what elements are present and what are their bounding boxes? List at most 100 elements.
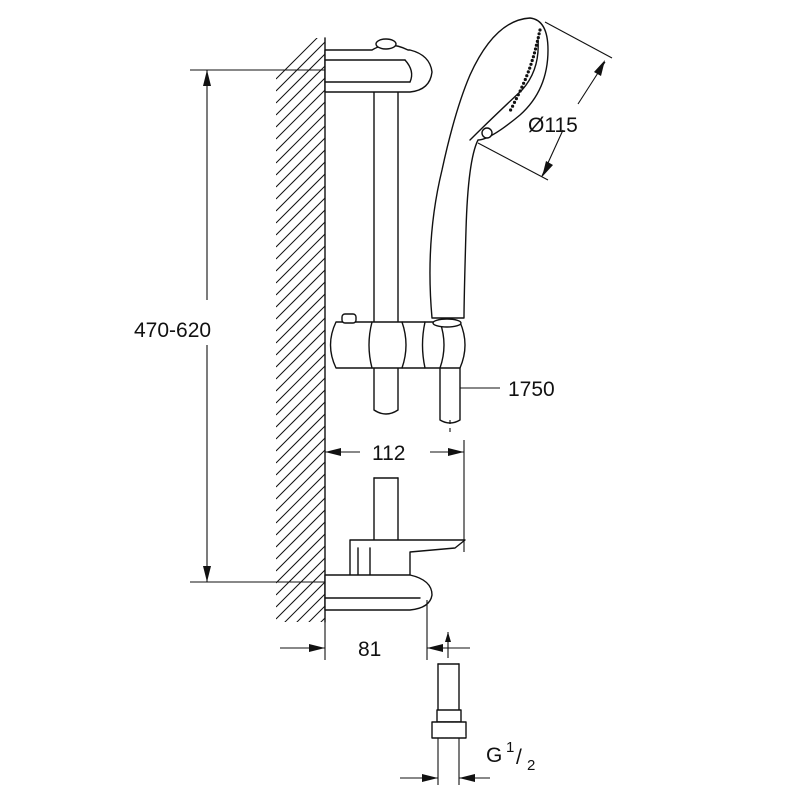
knurl-line: [457, 722, 462, 738]
thread-label-denominator: 2: [527, 757, 535, 774]
knurl-line: [445, 722, 450, 738]
hatch-line: [276, 473, 325, 524]
knurl-line: [433, 722, 438, 738]
height-dimension: [190, 69, 325, 583]
hose: [439, 367, 461, 436]
hatch-line: [276, 317, 325, 368]
hatch-line: [276, 185, 325, 236]
thread-label-numerator: 1: [506, 739, 514, 756]
knurl-line: [449, 722, 454, 738]
hatch-line: [320, 617, 325, 622]
connector-tick: [445, 632, 451, 658]
spray-nozzle: [529, 62, 533, 66]
slider-holder: [329, 313, 466, 369]
spray-nozzle: [535, 39, 540, 44]
spray-nozzle: [531, 55, 536, 59]
hatch-line: [276, 209, 325, 260]
spray-nozzle: [537, 32, 541, 36]
hatch-line: [276, 245, 325, 296]
hatch-line: [308, 605, 325, 622]
spray-nozzle: [523, 77, 527, 82]
hatch-line: [276, 269, 325, 320]
thread-label-slash: /: [516, 746, 522, 769]
hatch-line: [276, 401, 325, 452]
hatch-line: [276, 485, 325, 536]
hatch-line: [284, 581, 325, 622]
hatch-line: [276, 521, 325, 572]
spray-nozzle: [522, 81, 526, 85]
hatch-line: [276, 353, 325, 404]
thread-dimension: [400, 738, 490, 785]
hatch-line: [276, 533, 325, 584]
hatch-line: [276, 41, 325, 92]
spray-nozzle: [514, 97, 519, 101]
top-wall-bracket: [324, 38, 433, 93]
hatch-line: [276, 161, 325, 212]
knurl-line: [453, 722, 458, 738]
hatch-line: [276, 113, 325, 164]
hatch-line: [276, 437, 325, 488]
hatch-line: [276, 449, 325, 500]
bar-offset-label: 112: [372, 442, 405, 465]
hatch-line: [276, 461, 325, 512]
spray-nozzle: [530, 58, 534, 63]
hatch-line: [276, 425, 325, 476]
hatch-line: [276, 233, 325, 284]
hatch-line: [276, 89, 325, 140]
hatch-line: [276, 257, 325, 308]
wall-offset-label: 81: [358, 638, 381, 661]
hand-shower: [429, 17, 549, 319]
hatch-line: [276, 77, 325, 128]
knurl-line: [437, 722, 442, 738]
hatch-line: [296, 593, 325, 622]
wall-hatching: [276, 37, 326, 679]
hatch-line: [276, 341, 325, 392]
spray-nozzle: [526, 70, 530, 74]
hatch-line: [276, 305, 325, 356]
spray-nozzle: [533, 47, 538, 51]
wall-offset-dimension: [280, 600, 470, 660]
hatch-line: [276, 38, 318, 80]
bar-offset-dimension: [325, 440, 465, 552]
diameter-dimension: [477, 21, 613, 181]
hatch-line: [276, 281, 325, 332]
spray-nozzle: [538, 28, 542, 32]
hatch-line: [276, 293, 325, 344]
spray-nozzle: [532, 51, 537, 55]
hatch-line: [276, 149, 325, 200]
spray-nozzle: [536, 36, 540, 40]
hatch-line: [276, 173, 325, 224]
hatch-line: [276, 497, 325, 548]
hose-length-label: 1750: [508, 378, 555, 401]
hatch-line: [276, 53, 325, 104]
hatch-line: [276, 569, 325, 620]
hatch-line: [276, 65, 325, 116]
hatch-line: [276, 329, 325, 380]
spray-nozzle: [509, 108, 513, 112]
spray-nozzle: [528, 66, 532, 70]
hatch-line: [276, 101, 325, 152]
spray-nozzle: [512, 100, 517, 104]
spray-nozzle: [520, 85, 524, 89]
hatch-line: [276, 377, 325, 428]
hatch-line: [276, 630, 325, 679]
knurl-line: [441, 722, 446, 738]
hatch-line: [276, 125, 325, 176]
bottom-wall-bracket: [324, 539, 466, 611]
hatch-line: [276, 365, 325, 416]
spray-nozzle: [525, 74, 529, 78]
hatch-line: [276, 413, 325, 464]
hatch-line: [276, 137, 325, 188]
spray-nozzle: [516, 93, 520, 97]
thread-label-g: G: [486, 744, 502, 767]
spray-nozzle: [534, 43, 539, 47]
hatch-line: [276, 389, 325, 440]
diameter-label: Ø115: [528, 114, 578, 137]
hatch-line: [276, 509, 325, 560]
height-range-label: 470-620: [134, 319, 211, 342]
spray-nozzle: [518, 89, 522, 93]
hatch-line: [276, 545, 325, 596]
slide-bar: [373, 89, 399, 549]
spray-nozzle: [510, 104, 515, 108]
